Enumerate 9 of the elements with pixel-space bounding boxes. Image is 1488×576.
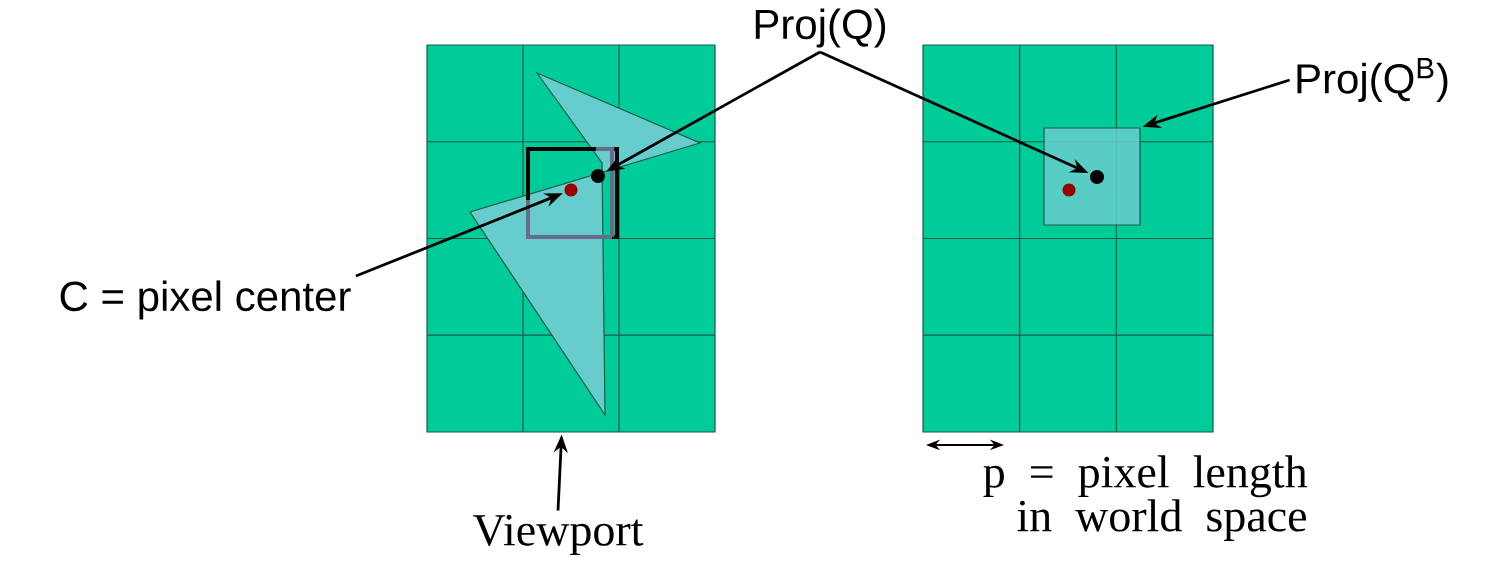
caption-text: p = pixel length in world space — [983, 455, 1308, 541]
callout-text: C = pixel center — [60, 280, 351, 320]
bounding-square — [1043, 127, 1141, 226]
callout-text: Proj(Q$^{B}$) — [1297, 58, 1448, 102]
callout-text: Viewport — [473, 514, 644, 556]
callout-text: Proj(Q) — [755, 8, 886, 48]
pixel-grid — [922, 44, 1214, 433]
projected-point-dot — [591, 169, 605, 183]
projected-point-dot — [1090, 170, 1104, 184]
